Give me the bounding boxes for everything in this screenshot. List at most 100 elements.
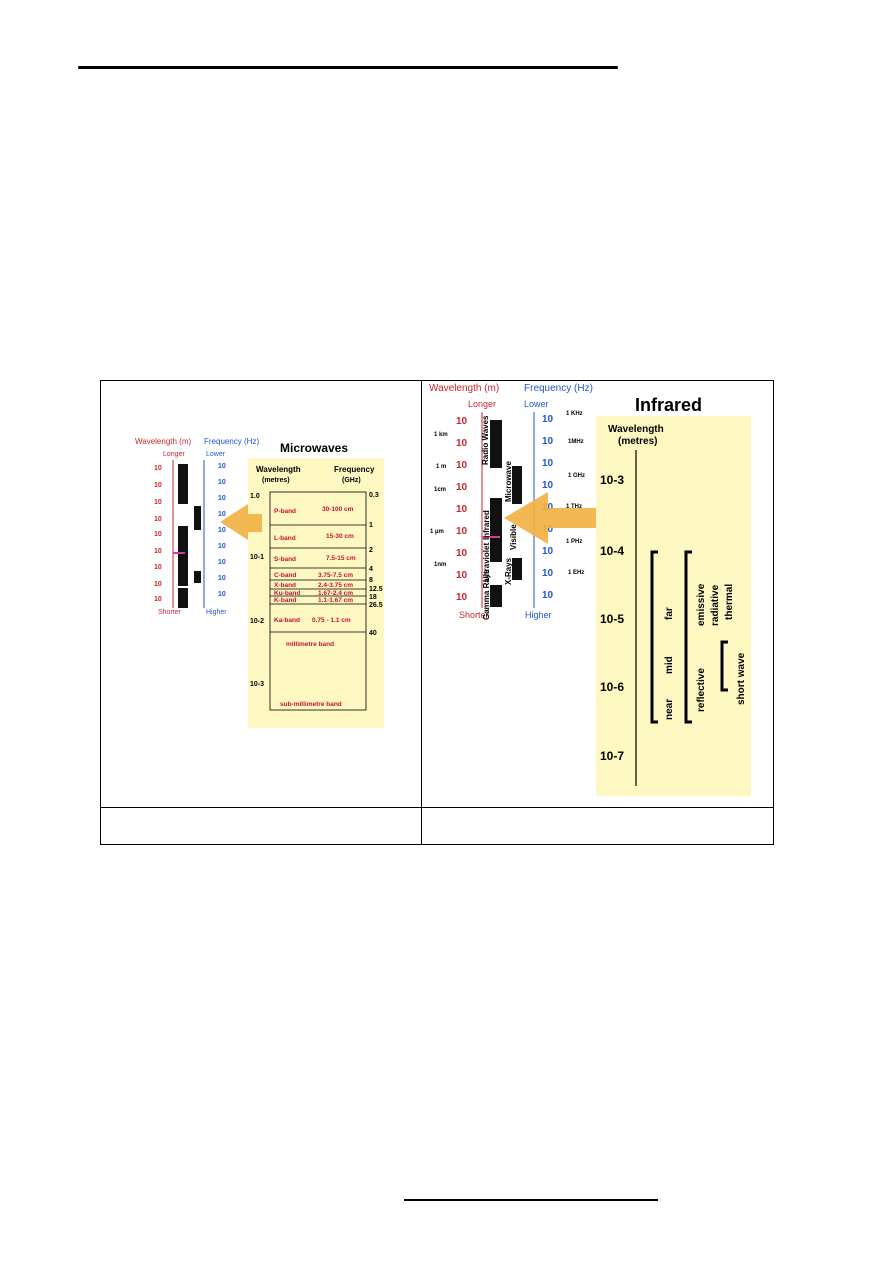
svg-text:10: 10 [456,592,468,603]
millimetre-band: millimetre band [286,641,334,648]
frequency-axis-label: Frequency (Hz) [204,437,259,446]
svg-text:10: 10 [218,591,226,598]
wl-tick: 1.0 [250,493,260,500]
svg-text:10: 10 [218,479,226,486]
frequency-col: Frequency [334,465,375,474]
freq-tick: 0.3 [369,492,379,499]
microwaves-figure: Wavelength (m) Frequency (Hz) Longer Low… [135,437,384,728]
band-name: S-band [274,556,296,563]
panel-label: Wavelength [608,424,664,435]
svg-text:10: 10 [456,482,468,493]
infrared-panel [596,416,751,796]
svg-text:10: 10 [154,564,162,571]
svg-text:10: 10 [218,495,226,502]
wl-mark: 1nm [434,562,446,568]
wl-mark: 1cm [434,487,446,493]
svg-text:10: 10 [218,543,226,550]
svg-text:10: 10 [154,581,162,588]
tick-label: 10-5 [600,612,624,626]
freq-mark: 1MHz [568,439,584,445]
svg-text:10: 10 [456,438,468,449]
table-row-divider [101,807,773,808]
higher-label: Higher [525,610,552,620]
svg-text:10: 10 [154,499,162,506]
tick-label: 10-7 [600,749,624,763]
svg-text:10: 10 [542,436,554,447]
band-name: Ka-band [274,617,300,624]
tick-label: 10-6 [600,680,624,694]
wl-mark: 1 km [434,432,448,438]
svg-text:10: 10 [218,559,226,566]
longer-label: Longer [163,451,185,458]
svg-text:10: 10 [542,590,554,601]
svg-text:10: 10 [456,570,468,581]
higher-label: Higher [206,609,227,616]
freq-mark: 1 KHz [566,411,583,417]
tick-label: 10-4 [600,544,624,558]
panel-label-unit: (metres) [618,436,657,447]
wl-tick: 10-1 [250,554,264,561]
spectrum-label: Microwave [504,461,513,502]
zoom-arrow [220,504,248,540]
range-label: radiative [710,584,721,626]
wavelength-col-unit: (metres) [262,477,290,484]
range-label: near [664,699,675,720]
svg-text:10: 10 [154,482,162,489]
figure-table [100,380,774,845]
submillimetre-band: sub-millimetre band [280,701,342,708]
freq-tick: 4 [369,566,373,573]
freq-tick: 26.5 [369,602,383,609]
svg-text:10: 10 [154,548,162,555]
svg-text:10: 10 [154,516,162,523]
microwave-panel [248,458,384,728]
svg-text:10: 10 [218,463,226,470]
freq-tick: 8 [369,577,373,584]
infrared-title: Infrared [635,395,702,415]
svg-text:10: 10 [456,460,468,471]
wl-mark: 1 µm [430,529,444,535]
svg-text:10: 10 [542,568,554,579]
svg-text:10: 10 [218,527,226,534]
footer-rule [404,1199,658,1201]
range-label: mid [664,656,675,674]
freq-tick: 12.5 [369,586,383,593]
wavelength-axis-label: Wavelength (m) [135,437,192,446]
svg-text:10: 10 [456,504,468,515]
svg-text:10: 10 [542,458,554,469]
spectrum-label: Gamma Rays [482,569,491,620]
band-range: 1.67-2.4 cm [318,590,353,597]
shorter-label: Shorter [459,610,489,620]
band-range: 15-30 cm [326,533,354,540]
freq-mark: 1 THz [566,504,582,510]
tick-label: 10-3 [600,473,624,487]
freq-tick: 1 [369,522,373,529]
band-name: K-band [274,597,296,604]
freq-tick: 18 [369,594,377,601]
svg-text:10: 10 [218,511,226,518]
spectrum-label: Radio Waves [481,415,490,465]
band-name: L-band [274,535,296,542]
band-range: 30-100 cm [322,506,354,513]
band-name: X-band [274,582,296,589]
wl-tick: 10-3 [250,681,264,688]
svg-text:10: 10 [542,480,554,491]
spectrum-label: Infrared [482,510,491,540]
freq-tick: 2 [369,547,373,554]
band-range: 2.4-3.75 cm [318,582,353,589]
svg-text:10: 10 [542,414,554,425]
range-label: reflective [696,668,707,712]
range-label: short wave [736,652,747,705]
spectrum-label: Ultraviolet [482,543,491,582]
band-range: 0.75 - 1.1 cm [312,617,351,624]
svg-text:10: 10 [154,596,162,603]
spectrum-label: X-Rays [504,557,513,585]
lower-label: Lower [524,399,549,409]
longer-label: Longer [468,399,496,409]
shorter-label: Shorter [158,609,182,616]
band-range: 1.1-1.67 cm [318,597,353,604]
spectrum-label: Visible [509,524,518,550]
svg-text:10: 10 [456,526,468,537]
wl-mark: 1 m [436,464,446,470]
header-rule [78,66,618,69]
svg-text:10: 10 [456,548,468,559]
